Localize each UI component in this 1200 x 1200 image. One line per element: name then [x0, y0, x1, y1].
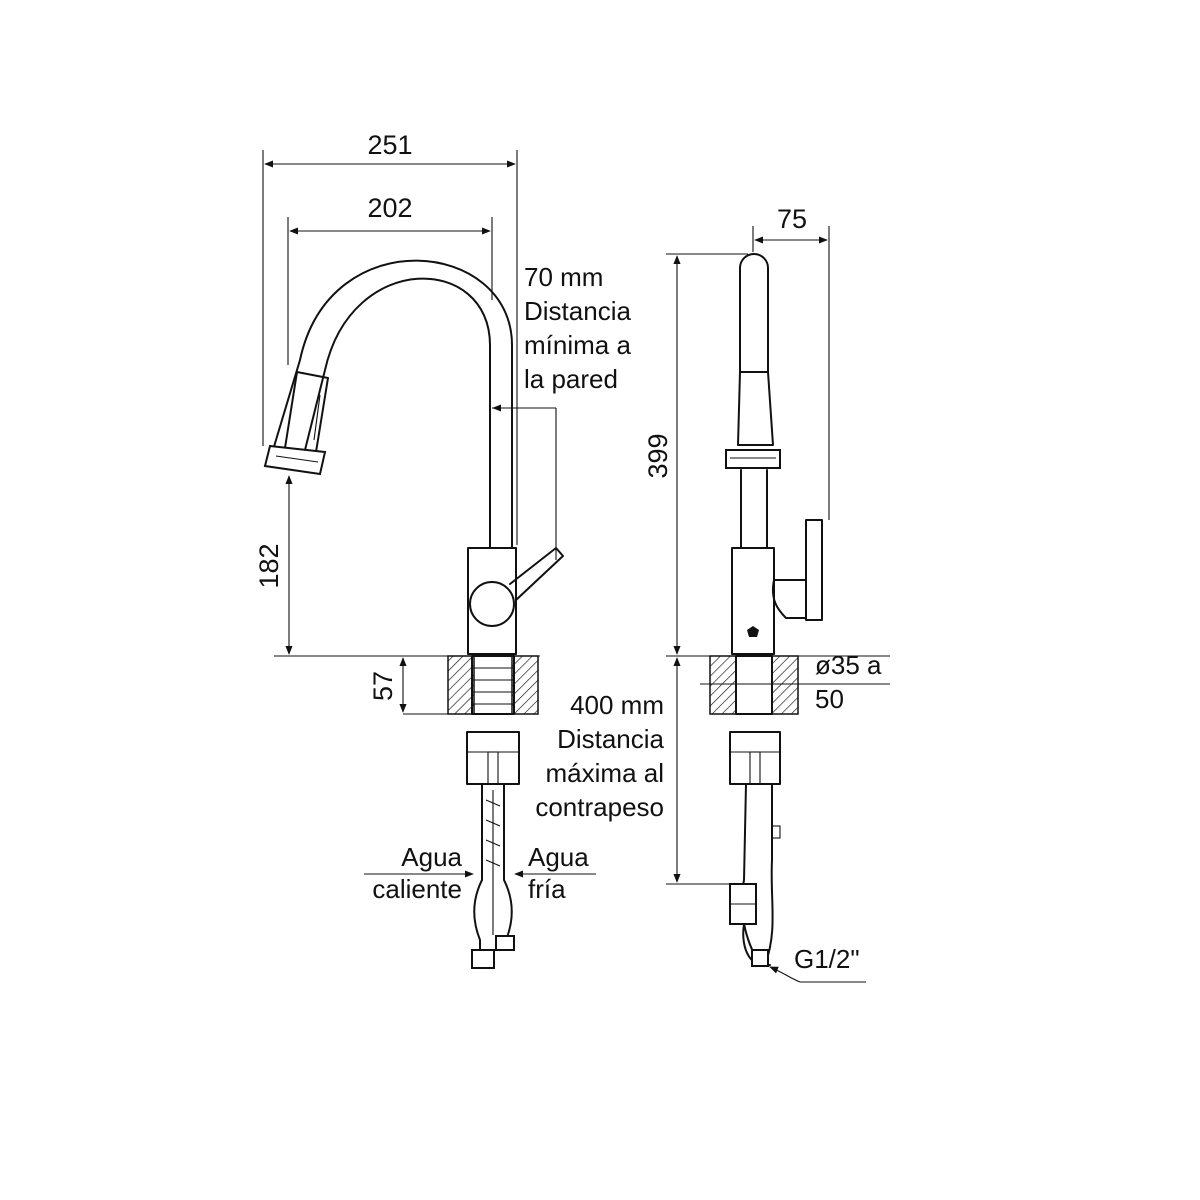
front-view: [263, 259, 564, 969]
hose-fitting-cold: [495, 935, 515, 951]
hose-hot: [473, 783, 483, 956]
dim-202: 202: [367, 193, 412, 223]
note-thread: G1/2": [794, 944, 860, 974]
hose-cold: [503, 783, 513, 946]
side-handle: [772, 579, 807, 619]
side-fitting: [751, 949, 769, 967]
side-view: [709, 253, 823, 967]
dim-75: 75: [777, 204, 807, 234]
note-wall-4: la pared: [524, 364, 618, 394]
annotations: 70 mm Distancia mínima a la pared 400 mm…: [372, 262, 882, 974]
dim-57: 57: [368, 671, 398, 701]
spray-nozzle: [263, 444, 327, 476]
note-hot-1: Agua: [401, 842, 462, 872]
dim-251: 251: [367, 130, 412, 160]
dim-399: 399: [643, 433, 673, 478]
side-body: [731, 547, 775, 655]
note-wall-3: mínima a: [524, 330, 631, 360]
faucet-body: [467, 547, 517, 655]
dimension-lines: 251 202 182 57 75 399: [254, 130, 890, 983]
note-wall-1: 70 mm: [524, 262, 603, 292]
handle-hub: [469, 581, 515, 627]
side-counter-left: [709, 655, 737, 715]
note-cold-1: Agua: [528, 842, 589, 872]
side-nozzle: [725, 449, 781, 469]
side-aerator-mark: [747, 626, 759, 637]
side-spray-head: [737, 371, 774, 446]
side-hose-a: [740, 783, 761, 966]
side-counter-right: [771, 655, 799, 715]
side-hose-b: [764, 783, 774, 966]
side-shank: [735, 655, 773, 715]
spout-inner: [304, 277, 491, 549]
mount-shank: [471, 655, 515, 715]
side-nut: [729, 731, 781, 785]
counter-left: [447, 655, 475, 715]
note-hot-2: caliente: [372, 874, 462, 904]
note-wall-2: Distancia: [524, 296, 631, 326]
note-counterweight-2: Distancia: [557, 724, 664, 754]
note-hole-1: ø35 a: [815, 650, 882, 680]
note-hole-2: 50: [815, 684, 844, 714]
side-spout-tube: [739, 253, 769, 373]
side-lever: [805, 519, 823, 621]
dim-182: 182: [254, 543, 284, 588]
lever: [509, 547, 564, 601]
spout-outer: [272, 259, 513, 549]
note-counterweight-1: 400 mm: [570, 690, 664, 720]
mount-nut: [466, 731, 520, 785]
hose-fitting-hot: [471, 949, 495, 969]
note-cold-2: fría: [528, 874, 566, 904]
counter-right: [511, 655, 539, 715]
note-counterweight-3: máxima al: [546, 758, 664, 788]
note-counterweight-4: contrapeso: [535, 792, 664, 822]
side-hose-clip: [771, 825, 781, 839]
